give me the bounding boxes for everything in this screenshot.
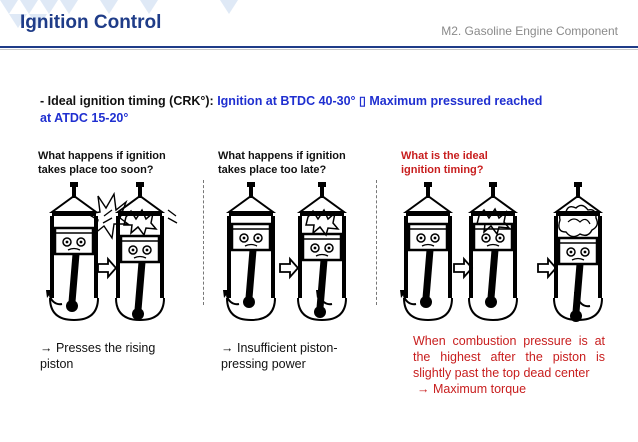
engine-ideal-2 [468,181,518,321]
question-too-soon: What happens if ignition takes place too… [38,150,166,176]
note-too-late: → Insufficient piston-pressing power [221,341,338,371]
question-too-late: What happens if ignition takes place too… [218,150,346,176]
engine-ideal-1 [399,181,453,321]
page-title: Ignition Control [20,12,162,33]
question-ideal: What is the ideal ignition timing? [401,150,488,176]
ideal-timing-statement: - Ideal ignition timing (CRK°): Ignition… [40,93,620,127]
arrow-right-icon [537,258,557,278]
note-too-soon: → Presses the rising piston [40,341,156,371]
intro-highlight-pressure: Maximum pressured reached [369,94,543,108]
column-divider-1 [203,180,204,305]
column-divider-2 [376,180,377,305]
intro-line2: at ATDC 15-20° [40,111,129,125]
header-rule-secondary [0,49,638,50]
header-rule [0,46,638,48]
engine-ideal-3 [553,181,603,322]
header-decoration [0,0,238,28]
arrow-right-icon [279,258,299,278]
intro-lead: - Ideal ignition timing (CRK°): [40,94,218,108]
intro-highlight-ignition: Ignition at BTDC 40-30° ▯ [217,94,366,108]
note-ideal: When combustion pressure is at the highe… [413,334,605,396]
engine-too-late-1 [222,181,276,321]
engine-too-soon-1 [45,181,99,321]
arrow-right-icon [97,258,117,278]
engine-too-late-2 [297,181,347,320]
engine-too-soon-2 [102,181,178,320]
page-subtitle: M2. Gasoline Engine Component [441,24,618,38]
knock-burst-icon [86,191,131,240]
